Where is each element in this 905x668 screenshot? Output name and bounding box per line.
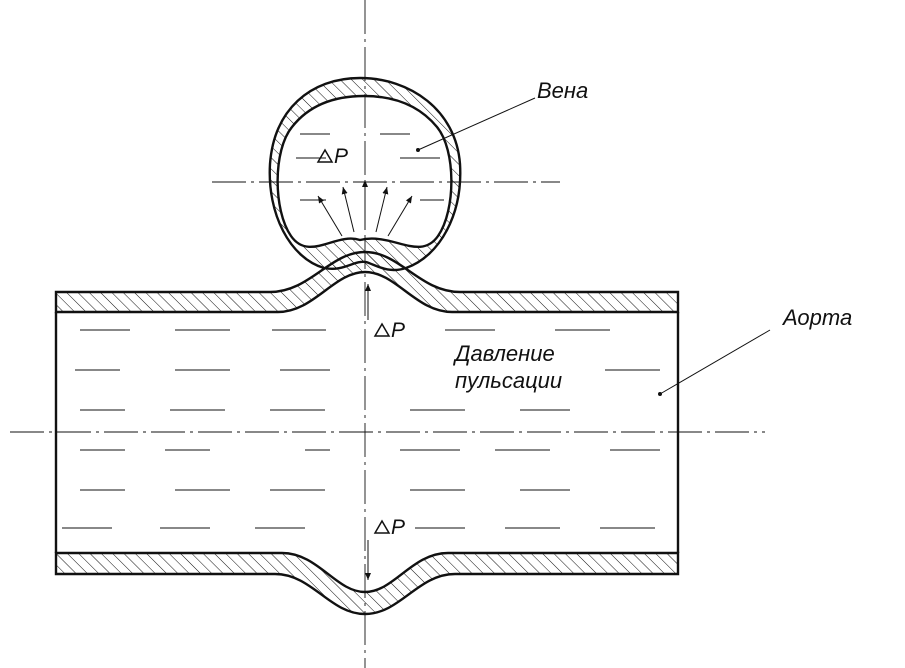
vein-leader-line [417, 97, 536, 151]
aorta-fluid-lines [62, 329, 660, 529]
aorta-top-p-letter: P [391, 319, 405, 342]
vein-p-letter: P [334, 145, 348, 168]
vein-pressure-arrows [317, 180, 413, 237]
vein-leader-dot [416, 148, 420, 152]
pulse-pressure-label-line2: пульсации [455, 368, 562, 393]
aorta-label: Аорта [781, 305, 852, 330]
delta-triangle-aorta-top [373, 322, 391, 337]
aorta-leader-line [659, 329, 771, 395]
vein-label: Вена [537, 78, 588, 103]
pulse-pressure-label-line1: Давление [452, 341, 555, 366]
aorta-leader-dot [658, 392, 662, 396]
aorta-top-wall [54, 250, 680, 314]
aorta-bottom-p-letter: P [391, 516, 405, 539]
delta-triangle-aorta-bottom [373, 519, 391, 534]
aorta-bottom-wall [54, 551, 680, 616]
delta-triangle-vein [316, 148, 334, 163]
vein-fluid-lines [296, 133, 444, 201]
